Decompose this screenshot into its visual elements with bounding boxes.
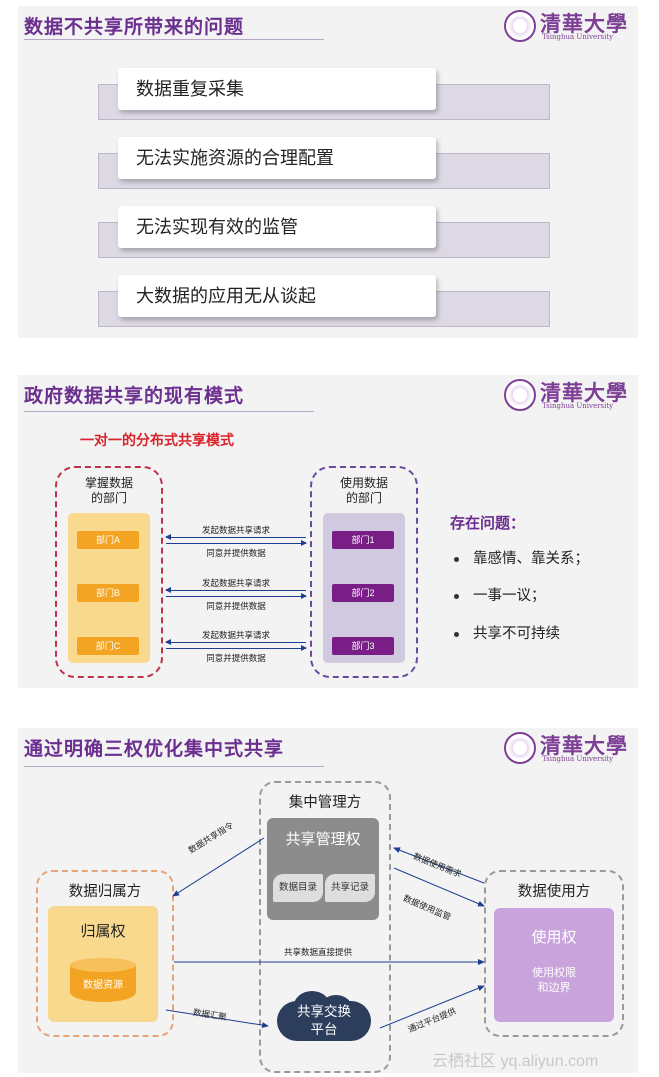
data-owner-box: 数据归属方 — [36, 870, 174, 1037]
dept-tag: 部门2 — [332, 584, 394, 602]
tsinghua-logo: 清華大學 Tsinghua University — [504, 379, 632, 413]
tsinghua-seal-icon — [504, 732, 536, 764]
provide-arrow — [166, 645, 307, 651]
data-holder-departments: 掌握数据 的部门 部门A 部门B 部门C — [55, 466, 163, 678]
slide-centralized-sharing: 通过明确三权优化集中式共享 清華大學 Tsinghua University 集… — [18, 728, 638, 1073]
data-user-departments: 使用数据 的部门 部门1 部门2 部门3 — [310, 466, 418, 678]
direct-provide-label: 共享数据直接提供 — [284, 947, 353, 957]
bullet-icon — [454, 593, 459, 599]
logo-subtitle: Tsinghua University — [542, 33, 614, 41]
dept-tag: 部门C — [77, 637, 139, 655]
request-label: 发起数据共享请求 — [201, 630, 270, 640]
issue-item: 共享不可持续 — [454, 622, 560, 643]
request-label: 发起数据共享请求 — [201, 578, 270, 588]
sharing-management-right: 共享管理权 数据目录 共享记录 — [267, 818, 379, 920]
problem-item: 大数据的应用无从谈起 — [98, 275, 550, 329]
catalog-label: 数据目录 — [273, 874, 323, 902]
issues-title: 存在问题： — [450, 515, 526, 532]
tsinghua-seal-icon — [504, 379, 536, 411]
exchange-platform-cloud-icon: 共享交换 平台 — [271, 989, 377, 1045]
tsinghua-logo: 清華大學 Tsinghua University — [504, 732, 632, 766]
title-divider — [24, 411, 314, 412]
logo-name: 清華大學 — [540, 380, 628, 405]
provide-arrow — [166, 593, 307, 599]
use-request-arrow — [393, 847, 485, 884]
slide-current-sharing-model: 政府数据共享的现有模式 清華大學 Tsinghua University 一对一… — [18, 375, 638, 688]
problem-item-label: 数据重复采集 — [118, 68, 436, 110]
usage-right: 使用权 使用权限 和边界 — [494, 908, 614, 1022]
flow-arrows — [165, 837, 485, 1029]
usage-scope-label: 使用权限 和边界 — [532, 967, 576, 994]
dept-tag: 部门B — [77, 584, 139, 602]
slide-title: 通过明确三权优化集中式共享 — [24, 739, 285, 760]
request-arrow — [165, 587, 306, 593]
user-title: 数据使用方 — [517, 884, 591, 900]
model-subtitle: 一对一的分布式共享模式 — [80, 432, 234, 448]
dept-tag: 部门A — [77, 531, 139, 549]
database-icon: 数据资源 — [70, 958, 136, 1004]
tsinghua-seal-icon — [504, 10, 536, 42]
use-supervise-arrow — [393, 867, 485, 907]
platform-provide-arrow — [379, 985, 485, 1029]
problem-item: 无法实现有效的监管 — [98, 206, 550, 260]
logo-name: 清華大學 — [540, 733, 628, 758]
slide-title: 政府数据共享的现有模式 — [24, 386, 245, 407]
collect-arrow — [165, 1009, 269, 1029]
logo-subtitle: Tsinghua University — [542, 755, 614, 763]
platform-label: 共享交换 平台 — [297, 1004, 351, 1037]
logo-name: 清華大學 — [540, 11, 628, 36]
problem-item-label: 大数据的应用无从谈起 — [118, 275, 436, 317]
data-resource-label: 数据资源 — [83, 980, 123, 991]
problem-item-label: 无法实施资源的合理配置 — [118, 137, 436, 179]
problem-item-label: 无法实现有效的监管 — [118, 206, 436, 248]
provide-arrow — [166, 540, 307, 546]
title-divider — [24, 39, 324, 40]
data-user-box: 数据使用方 — [484, 870, 624, 1037]
bullet-icon — [454, 556, 459, 562]
central-manager-box: 集中管理方 — [259, 781, 391, 1073]
request-arrow — [165, 639, 306, 645]
provide-label: 同意并提供数据 — [206, 548, 266, 558]
title-divider — [24, 766, 324, 767]
watermark: 云栖社区 yq.aliyun.com — [432, 1053, 599, 1070]
holder-title: 掌握数据 的部门 — [84, 476, 133, 505]
problem-item: 数据重复采集 — [98, 68, 550, 122]
slide-data-not-shared-problems: 数据不共享所带来的问题 清華大學 Tsinghua University 数据重… — [18, 6, 638, 338]
issue-item: 靠感情、靠关系； — [454, 547, 589, 568]
issue-item: 一事一议； — [454, 584, 546, 605]
bullet-icon — [454, 631, 459, 637]
dept-tag: 部门1 — [332, 531, 394, 549]
request-label: 发起数据共享请求 — [201, 525, 270, 535]
tsinghua-logo: 清華大學 Tsinghua University — [504, 10, 632, 44]
logo-subtitle: Tsinghua University — [542, 402, 614, 410]
provide-label: 同意并提供数据 — [206, 653, 266, 663]
ownership-right: 归属权 数据资源 — [48, 906, 158, 1022]
provide-label: 同意并提供数据 — [206, 601, 266, 611]
slide-title: 数据不共享所带来的问题 — [24, 17, 245, 38]
command-arrow — [172, 837, 265, 897]
dept-tag: 部门3 — [332, 637, 394, 655]
user-title: 使用数据 的部门 — [339, 476, 388, 505]
owner-title: 数据归属方 — [68, 884, 142, 900]
request-arrow — [165, 534, 306, 540]
manager-title: 集中管理方 — [288, 795, 362, 811]
record-label: 共享记录 — [325, 874, 375, 902]
problem-item: 无法实施资源的合理配置 — [98, 137, 550, 191]
